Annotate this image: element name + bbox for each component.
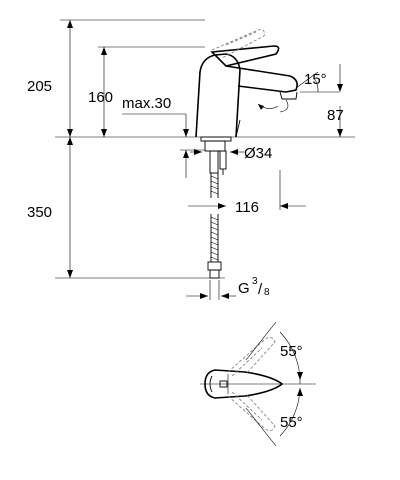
faucet-body bbox=[195, 45, 298, 138]
dim-15-label: 15° bbox=[304, 71, 327, 88]
lever-raised-ghost bbox=[211, 29, 265, 59]
rotate-up-label: 55° bbox=[280, 343, 303, 360]
dim-15-angle bbox=[295, 71, 340, 93]
dim-205-label: 205 bbox=[27, 78, 52, 95]
spout-swing-arc bbox=[257, 99, 289, 113]
dim-g38-line bbox=[186, 280, 236, 300]
dim-116-line bbox=[188, 170, 306, 210]
dim-87-label: 87 bbox=[327, 107, 344, 124]
dim-205-line bbox=[60, 19, 205, 137]
dim-87-line bbox=[337, 64, 343, 137]
mounting-assembly bbox=[200, 136, 232, 175]
dim-34-line bbox=[190, 149, 244, 155]
dim-max30-leader bbox=[122, 113, 205, 178]
thread-g-label: G bbox=[238, 280, 250, 297]
dim-350-line bbox=[67, 137, 73, 278]
rotate-down-label: 55° bbox=[280, 414, 303, 431]
thread-denominator: 8 bbox=[264, 287, 270, 298]
dim-34-label: Ø34 bbox=[244, 145, 272, 162]
dim-116-label: 116 bbox=[235, 199, 259, 216]
dim-160-label: 160 bbox=[88, 89, 113, 106]
thread-slash: / bbox=[258, 281, 263, 298]
dim-max30-label: max.30 bbox=[122, 95, 171, 112]
thread-numerator: 3 bbox=[252, 276, 258, 287]
dim-160-line bbox=[98, 46, 205, 137]
flexible-hose bbox=[207, 173, 222, 279]
dim-350-label: 350 bbox=[27, 204, 52, 221]
